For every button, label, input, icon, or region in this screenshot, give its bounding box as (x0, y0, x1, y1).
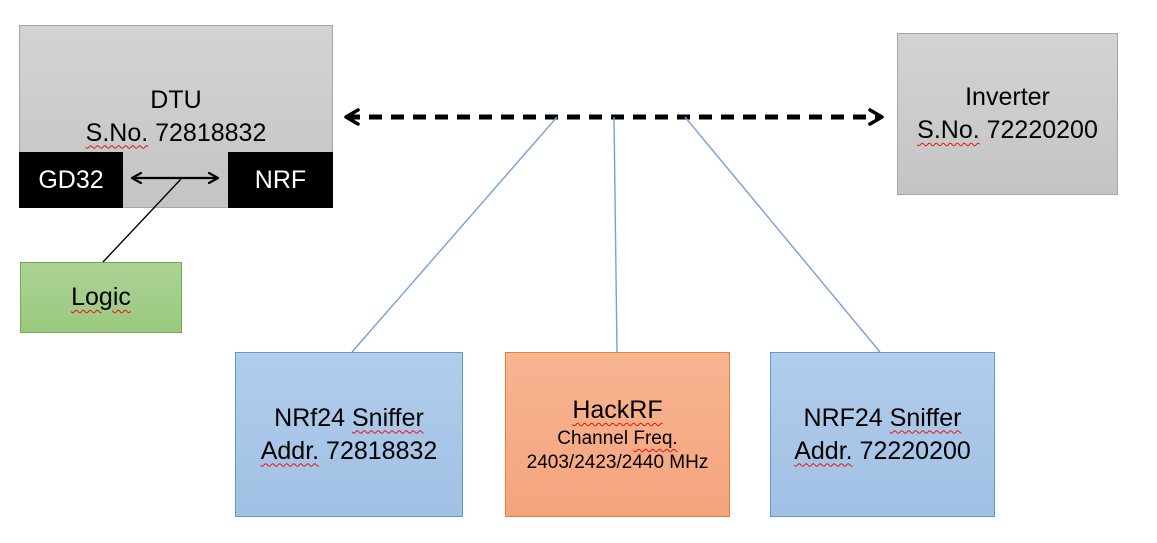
sniffer-right-name-line: NRF24 Sniffer (804, 402, 962, 435)
sniffer-left-addr-line: Addr. 72818832 (261, 435, 438, 468)
hackrf-box: HackRF Channel Freq. 2403/2423/2440 MHz (505, 352, 730, 517)
inverter-box: Inverter S.No. 72220200 (897, 33, 1118, 195)
hackrf-freq-word: Freq. (633, 428, 678, 449)
logic-label: Logic (71, 283, 131, 311)
inverter-title: Inverter (965, 81, 1050, 114)
hackrf-channel-line: Channel Freq. (557, 427, 677, 451)
sniffer-right-name-prefix: NRF24 (803, 403, 883, 432)
gd32-chip-label: GD32 (38, 165, 104, 194)
dtu-serial-label: S.No. (85, 118, 149, 147)
sniffer-left-name-line: NRf24 Sniffer (274, 402, 424, 435)
dtu-serial-line: S.No. 72818832 (86, 117, 267, 150)
nrf-chip-label: NRF (254, 165, 307, 194)
sniffer-left-name-word: Sniffer (352, 403, 424, 432)
nrf-chip: NRF (228, 152, 333, 208)
hackrf-title-text: HackRF (572, 396, 663, 424)
sniffer-right-connector-line (684, 116, 881, 353)
sniffer-left-addr-value: 72818832 (326, 436, 438, 465)
hackrf-channel-word: Channel (557, 428, 629, 449)
dtu-title-text: DTU (150, 85, 202, 114)
sniffer-right-name-word: Sniffer (889, 403, 962, 432)
gd32-chip: GD32 (19, 152, 123, 208)
hackrf-frequencies-line: 2403/2423/2440 MHz (527, 451, 709, 475)
sniffer-left-addr-label: Addr. (260, 436, 320, 465)
sniffer-left-connector-line (351, 116, 558, 353)
sniffer-right-addr-label: Addr. (794, 436, 853, 465)
dtu-serial-value: 72818832 (155, 118, 267, 147)
sniffer-right-addr-line: Addr. 72220200 (794, 435, 971, 468)
inverter-serial-label: S.No. (917, 116, 980, 144)
dtu-title: DTU (150, 84, 201, 117)
sniffer-left-name-prefix: NRf24 (274, 403, 346, 432)
logic-box: Logic (20, 262, 182, 333)
hackrf-title: HackRF (572, 394, 662, 427)
inverter-serial-value: 72220200 (986, 116, 1098, 144)
inverter-serial-line: S.No. 72220200 (917, 114, 1098, 147)
sniffer-left-box: NRf24 Sniffer Addr. 72818832 (235, 352, 463, 517)
sniffer-right-addr-value: 72220200 (859, 436, 971, 465)
hackrf-connector-line (613, 116, 618, 353)
hackrf-frequencies-value: 2403/2423/2440 MHz (526, 452, 709, 473)
inverter-title-text: Inverter (965, 83, 1050, 111)
sniffer-right-box: NRF24 Sniffer Addr. 72220200 (770, 352, 995, 517)
